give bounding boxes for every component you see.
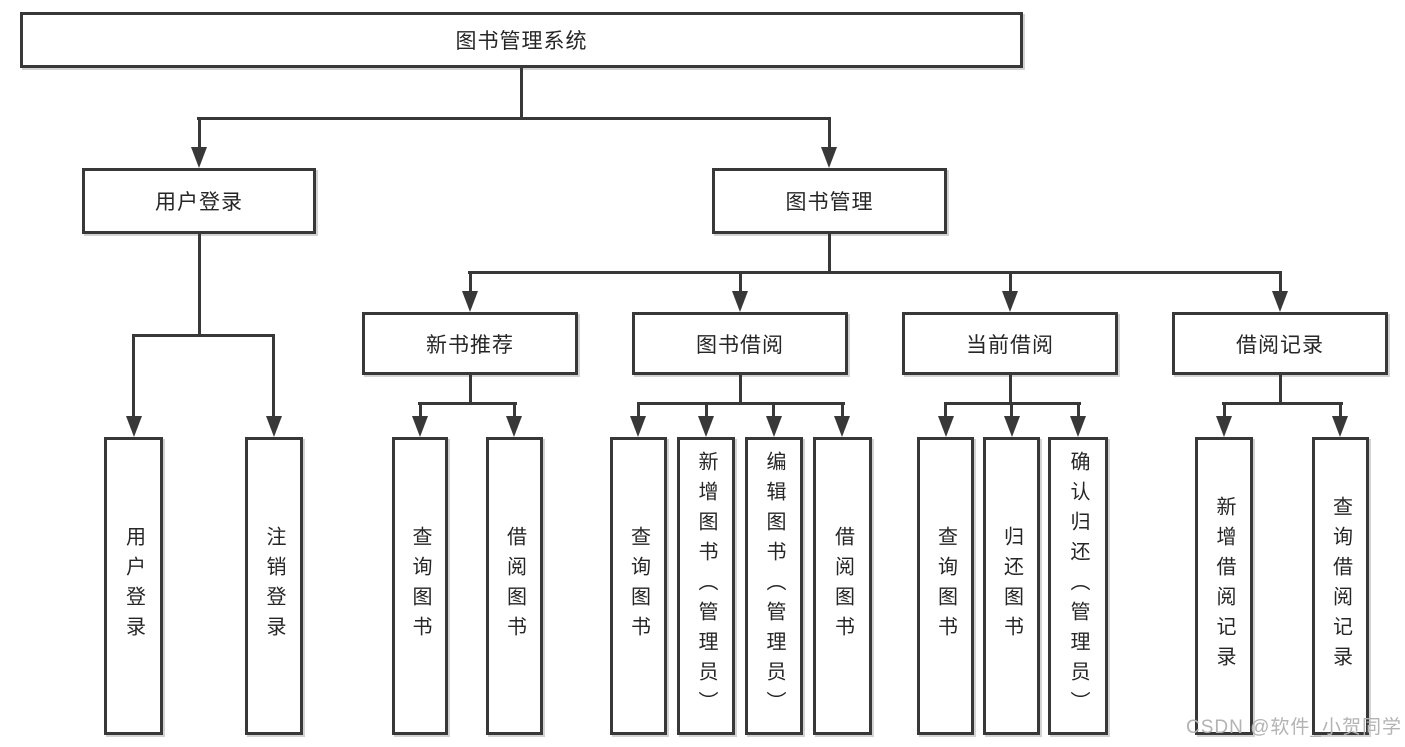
connector-borrow-records-stem — [1279, 271, 1282, 294]
csdn-watermark: CSDN @软件_小贺同学 — [1186, 717, 1402, 738]
leaf-cb-confirm-return-admin: 确认归还（管理员） — [1048, 437, 1108, 735]
connector-leaf-user-login-stem — [132, 334, 135, 418]
arrowhead-user-login — [191, 147, 207, 168]
leaf-bb-query-books: 查询图书 — [610, 437, 667, 735]
leaf-bb-edit-books-admin: 编辑图书（管理员） — [745, 437, 803, 735]
connector-g2-c4-stem — [841, 402, 844, 418]
arrowhead-g3-c3 — [1070, 416, 1086, 437]
connector-g3-c3-stem — [1077, 402, 1080, 418]
connector-new-book-stem — [469, 271, 472, 294]
connector-user-login-down — [198, 233, 201, 337]
connector-root-stem — [520, 67, 523, 119]
connector-g3-down — [1009, 375, 1012, 405]
arrowhead-leaf-user-login — [126, 416, 142, 437]
arrowhead-book-mgmt — [821, 147, 837, 168]
arrowhead-new-book — [462, 291, 478, 312]
leaf-user-login: 用户登录 — [104, 437, 163, 735]
leaf-nb-borrow-books: 借阅图书 — [486, 437, 543, 735]
leaf-nb-query-books: 查询图书 — [392, 437, 448, 735]
connector-level2-branch — [197, 117, 831, 120]
node-current-borrow: 当前借阅 — [902, 312, 1118, 375]
leaf-logout: 注销登录 — [245, 437, 303, 735]
connector-g3-c1-stem — [944, 402, 947, 418]
node-book-borrow: 图书借阅 — [632, 312, 848, 375]
arrowhead-g2-c1 — [630, 416, 646, 437]
connector-g2-c2-stem — [705, 402, 708, 418]
leaf-bb-add-books-admin: 新增图书（管理员） — [677, 437, 735, 735]
node-root-library-system: 图书管理系统 — [20, 12, 1023, 68]
arrowhead-g2-c4 — [834, 416, 850, 437]
connector-book-borrow-stem — [739, 271, 742, 294]
leaf-br-add-borrow-record: 新增借阅记录 — [1195, 437, 1253, 735]
leaf-cb-query-books: 查询图书 — [917, 437, 974, 735]
connector-g4-down — [1279, 375, 1282, 405]
node-new-book-recommend: 新书推荐 — [362, 312, 578, 375]
arrowhead-leaf-logout — [266, 416, 282, 437]
connector-g4-branch — [1222, 402, 1343, 405]
arrowhead-g4-c1 — [1216, 416, 1232, 437]
connector-current-borrow-stem — [1009, 271, 1012, 294]
leaf-cb-return-books: 归还图书 — [983, 437, 1040, 735]
connector-g1-down — [469, 375, 472, 405]
arrowhead-g1-c1 — [412, 416, 428, 437]
leaf-bb-borrow-books: 借阅图书 — [813, 437, 872, 735]
connector-g4-c1-stem — [1223, 402, 1226, 418]
connector-g2-down — [739, 375, 742, 405]
connector-g1-c2-stem — [513, 402, 516, 418]
arrowhead-g4-c2 — [1332, 416, 1348, 437]
connector-book-mgmt-down — [828, 233, 831, 274]
arrowhead-book-borrow — [732, 291, 748, 312]
connector-g2-c1-stem — [637, 402, 640, 418]
arrowhead-current-borrow — [1002, 291, 1018, 312]
arrowhead-g2-c3 — [766, 416, 782, 437]
connector-level3-branch — [468, 271, 1282, 274]
node-book-management: 图书管理 — [712, 168, 947, 234]
connector-g3-c2-stem — [1010, 402, 1013, 418]
connector-g1-branch — [418, 402, 517, 405]
connector-g2-branch — [637, 402, 845, 405]
arrowhead-borrow-records — [1272, 291, 1288, 312]
arrowhead-g1-c2 — [506, 416, 522, 437]
connector-user-login-branch — [132, 334, 275, 337]
leaf-br-query-borrow-record: 查询借阅记录 — [1312, 437, 1369, 735]
connector-g4-c2-stem — [1339, 402, 1342, 418]
arrowhead-g3-c2 — [1004, 416, 1020, 437]
connector-book-mgmt-stem — [828, 117, 831, 151]
node-borrow-records: 借阅记录 — [1172, 312, 1388, 375]
connector-g2-c3-stem — [772, 402, 775, 418]
arrowhead-g2-c2 — [698, 416, 714, 437]
connector-g1-c1-stem — [419, 402, 422, 418]
connector-leaf-logout-stem — [272, 334, 275, 418]
connector-user-login-stem — [198, 117, 201, 151]
node-user-login: 用户登录 — [82, 168, 316, 234]
arrowhead-g3-c1 — [938, 416, 954, 437]
